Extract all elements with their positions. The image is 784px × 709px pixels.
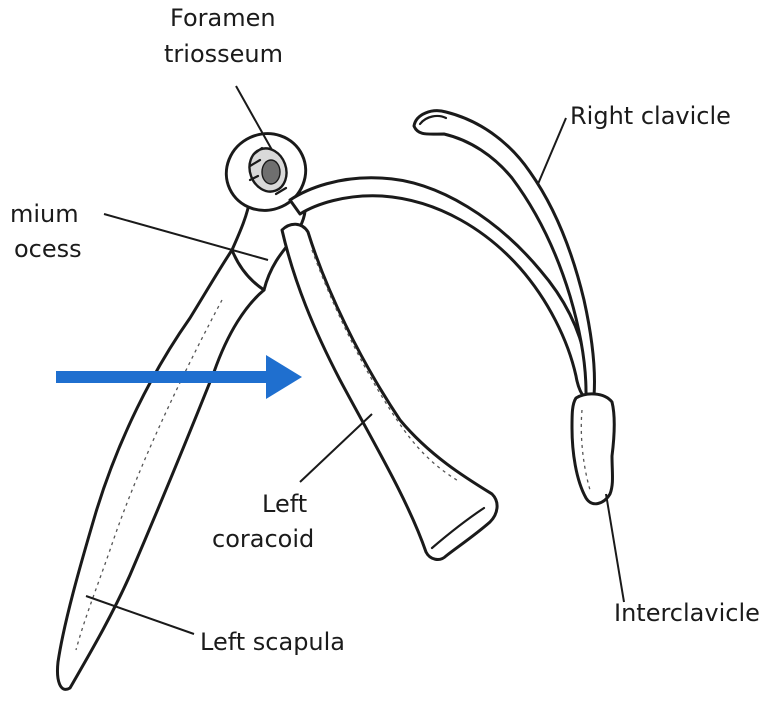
left-coracoid-bone bbox=[282, 224, 497, 559]
interclavicle-bone bbox=[572, 394, 614, 504]
left-scapula-label: Left scapula bbox=[200, 628, 345, 656]
arrow-head bbox=[266, 355, 302, 399]
left-scapula-bone bbox=[58, 250, 265, 689]
right-clavicle-leader-line bbox=[538, 118, 566, 184]
right-clavicle-label: Right clavicle bbox=[570, 102, 731, 130]
left-coracoid-label-line2: coracoid bbox=[212, 525, 314, 553]
foramen-label-line1: Foramen bbox=[170, 4, 276, 32]
acromium-label-line2: ocess bbox=[14, 235, 82, 263]
foramen-label-line2: triosseum bbox=[164, 40, 283, 68]
interclavicle-label: Interclavicle bbox=[614, 599, 760, 627]
interclavicle-leader-line bbox=[606, 494, 624, 602]
right-clavicle-bone bbox=[414, 111, 595, 398]
left-coracoid-label-line1: Left bbox=[262, 490, 307, 518]
acromium-label-line1: mium bbox=[10, 200, 79, 228]
left-coracoid-leader-line bbox=[300, 414, 372, 482]
arrow-shaft bbox=[56, 371, 270, 383]
foramen-opening bbox=[262, 160, 280, 184]
